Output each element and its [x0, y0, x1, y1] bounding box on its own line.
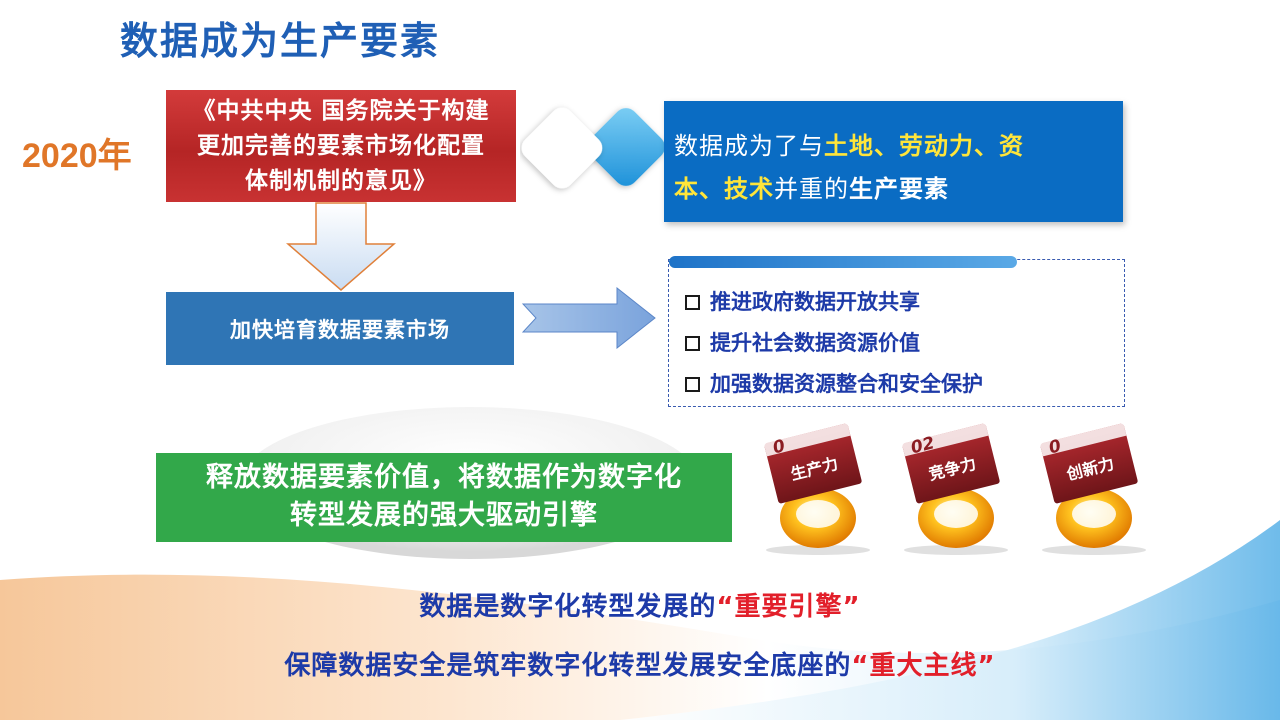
capability-badges: 0 生产力 02 竞争力 0 创新力	[763, 423, 1146, 555]
checkbox-icon	[685, 336, 700, 351]
statement-highlight: 本、技术	[674, 175, 774, 203]
conclusion-line-mainline: 保障数据安全是筑牢数字化转型发展安全底座的“重大主线”	[0, 645, 1280, 682]
policy-line: 体制机制的意见》	[245, 167, 437, 194]
banner-line: 转型发展的强大驱动引擎	[290, 500, 598, 531]
badge-productivity: 0 生产力	[763, 423, 870, 555]
checkbox-icon	[685, 377, 700, 392]
data-factor-statement: 数据成为了与土地、劳动力、资 本、技术并重的生产要素	[664, 101, 1123, 222]
right-arrow-icon	[522, 287, 656, 349]
diamond-connector-icon	[521, 107, 665, 189]
release-value-banner: 释放数据要素价值，将数据作为数字化 转型发展的强大驱动引擎	[156, 453, 732, 542]
statement-text: 数据成为了与	[674, 132, 824, 160]
checkbox-icon	[685, 295, 700, 310]
measure-text: 提升社会数据资源价值	[710, 331, 920, 355]
list-item: 加强数据资源整合和安全保护	[685, 364, 1124, 405]
conclusion-emphasis: “重要引擎”	[716, 592, 861, 622]
data-market-box: 加快培育数据要素市场	[166, 292, 514, 365]
statement-highlight: 土地、劳动力、资	[824, 132, 1024, 160]
badge-number: 0	[1047, 436, 1063, 458]
year-label: 2020年	[22, 137, 132, 175]
measure-text: 推进政府数据开放共享	[710, 290, 920, 314]
conclusion-text: 保障数据安全是筑牢数字化转型发展安全底座的	[284, 651, 852, 681]
statement-bold: 生产要素	[849, 175, 949, 203]
badge-innovation: 0 创新力	[1039, 423, 1146, 555]
badge-number: 0	[771, 436, 787, 458]
conclusion-line-engine: 数据是数字化转型发展的“重要引擎”	[0, 586, 1280, 623]
badge-competitiveness: 02 竞争力	[901, 423, 1008, 555]
measures-header-bar	[669, 256, 1017, 268]
measure-text: 加强数据资源整合和安全保护	[710, 372, 983, 396]
list-item: 提升社会数据资源价值	[685, 323, 1124, 364]
policy-line: 《中共中央 国务院关于构建	[192, 97, 490, 124]
banner-line: 释放数据要素价值，将数据作为数字化	[206, 462, 682, 493]
page-title: 数据成为生产要素	[120, 19, 441, 63]
policy-line: 更加完善的要素市场化配置	[197, 132, 485, 159]
measures-list: 推进政府数据开放共享 提升社会数据资源价值 加强数据资源整合和安全保护	[668, 256, 1125, 407]
conclusion-text: 数据是数字化转型发展的	[419, 592, 717, 622]
statement-text: 并重的	[774, 175, 849, 203]
down-arrow-icon	[286, 202, 396, 291]
conclusion-emphasis: “重大主线”	[851, 651, 996, 681]
policy-document-box: 《中共中央 国务院关于构建 更加完善的要素市场化配置 体制机制的意见》	[166, 90, 516, 202]
list-item: 推进政府数据开放共享	[685, 282, 1124, 323]
